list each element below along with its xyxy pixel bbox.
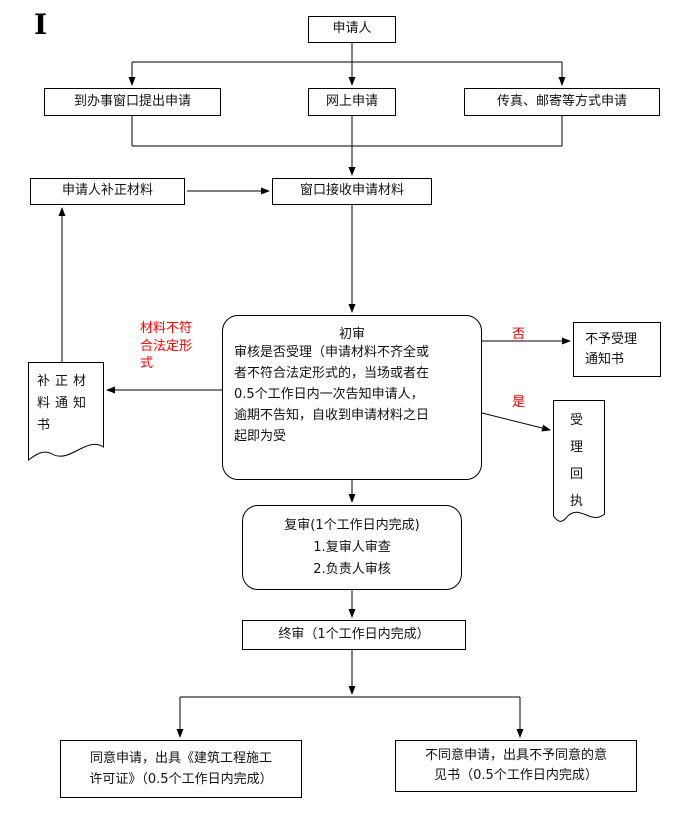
first-review-line: 审核是否受理（申请材料不齐全或 [234,345,430,360]
document-supplement-notice-shape [28,362,104,462]
node-apply-window: 到办事窗口提出申请 [44,88,221,116]
disapprove-line: 不同意申请，出具不予同意的意 [424,748,607,763]
node-approve-result: 同意申请，出具《建筑工程施工 许可证》（0.5个工作日内完成） [60,740,302,798]
first-review-line: 0.5个工作日内一次告知申请人， [234,387,424,402]
label-yes: 是 [512,395,526,410]
document-acceptance-receipt-label: 受理回执 [569,413,583,509]
approve-line: 同意申请，出具《建筑工程施工 [89,751,272,766]
corner-mark: I [34,8,48,41]
node-disapprove-result: 不同意申请，出具不予同意的意 见书（0.5个工作日内完成） [395,740,637,792]
node-apply-fax: 传真、邮寄等方式申请 [464,88,660,116]
first-review-title: 初审 [338,327,365,342]
document-acceptance-receipt-shape [553,400,605,522]
second-review-line: 1.复审人审查 [313,539,391,555]
approve-line: 许可证》（0.5个工作日内完成） [89,772,273,787]
node-first-review: 初审 审核是否受理（申请材料不齐全或 者不符合法定形式的，当场或者在 0.5个工… [222,315,482,480]
disapprove-line: 见书（0.5个工作日内完成） [434,768,598,783]
first-review-line: 者不符合法定形式的，当场或者在 [234,366,430,381]
document-supplement-notice-label: 补正材料通知书 [37,374,92,433]
node-reject-notice: 不予受理通知书 [573,322,661,377]
first-review-line: 逾期不告知，自收到申请材料之日 [234,408,430,423]
label-no: 否 [512,327,526,342]
node-supplement-materials: 申请人补正材料 [30,178,185,205]
first-review-line: 起即为受 [234,429,287,444]
node-receive-materials: 窗口接收申请材料 [272,178,432,205]
label-material-nonconform: 材料不符合法定形式 [140,321,193,372]
node-applicant: 申请人 [308,16,396,43]
node-apply-online: 网上申请 [308,88,396,116]
second-review-line: 复审(1个工作日内完成) [284,517,420,533]
second-review-line: 2.负责人审核 [313,561,391,577]
node-second-review: 复审(1个工作日内完成) 1.复审人审查 2.负责人审核 [242,505,462,590]
node-final-review: 终审（1个工作日内完成） [242,620,466,650]
